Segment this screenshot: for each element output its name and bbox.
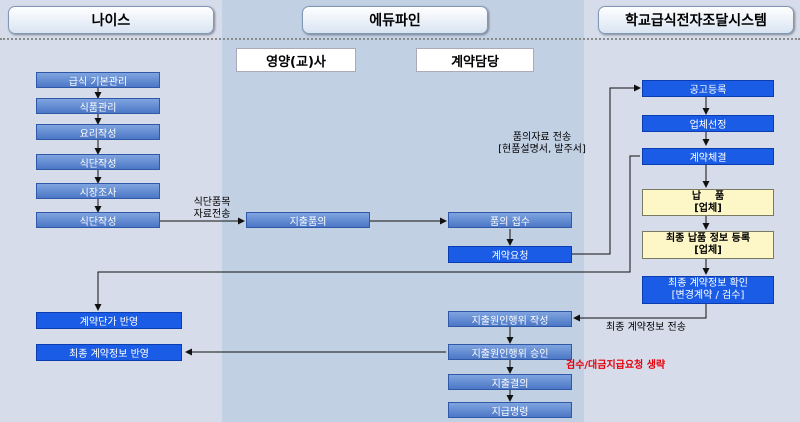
edufine-settlement[interactable]: 지출결의 — [448, 374, 572, 390]
school-final-delivery-title: 최종 납품 정보 등록 — [665, 233, 751, 244]
school-delivery-title: 납 품 — [691, 190, 725, 202]
header-divider — [0, 38, 800, 40]
school-notice[interactable]: 공고등록 — [642, 80, 774, 97]
neis-step-basic[interactable]: 급식 기본관리 — [36, 72, 160, 88]
neis-step-market[interactable]: 시장조사 — [36, 183, 160, 199]
proposal-data-label-line2: [현품설명서, 발주서] — [498, 144, 586, 155]
role-nutritionist: 영양(교)사 — [236, 48, 356, 72]
edufine-receive-proposal[interactable]: 품의 접수 — [448, 212, 572, 228]
school-vendor[interactable]: 업체선정 — [642, 115, 774, 132]
school-final-confirm-sub: [변경계약 / 검수] — [671, 290, 745, 301]
final-send-label: 최종 계약정보 전송 — [606, 322, 686, 333]
proposal-data-label-line1: 품의자료 전송 — [512, 132, 572, 143]
edufine-payment-order[interactable]: 지급명령 — [448, 402, 572, 418]
menu-items-label-line1: 식단품목 — [193, 197, 231, 208]
school-delivery-actor: [업체] — [694, 202, 722, 214]
neis-final-reflect[interactable]: 최종 계약정보 반영 — [36, 344, 182, 361]
school-system-header: 학교급식전자조달시스템 — [598, 6, 794, 34]
edufine-act-approve[interactable]: 지출원인행위 승인 — [448, 344, 572, 360]
school-contract[interactable]: 계약체결 — [642, 148, 774, 165]
school-final-delivery[interactable]: 최종 납품 정보 등록 [업체] — [642, 231, 774, 259]
edufine-act-create[interactable]: 지출원인행위 작성 — [448, 311, 572, 327]
neis-step-menu-final[interactable]: 식단작성 — [36, 212, 160, 228]
edufine-header: 에듀파인 — [302, 6, 488, 34]
school-final-delivery-actor: [업체] — [694, 245, 722, 256]
menu-items-label-line2: 자료전송 — [193, 209, 231, 220]
edufine-expense-proposal[interactable]: 지출품의 — [246, 212, 370, 228]
inspection-skip-label: 검수/대금지급요청 생략 — [566, 360, 666, 371]
school-final-confirm-title: 최종 계약정보 확인 — [668, 278, 748, 289]
proposal-data-label: 품의자료 전송 [현품설명서, 발주서] — [480, 132, 604, 156]
school-final-confirm[interactable]: 최종 계약정보 확인 [변경계약 / 검수] — [642, 276, 774, 304]
neis-step-recipe[interactable]: 요리작성 — [36, 124, 160, 140]
menu-items-label: 식단품목 자료전송 — [180, 197, 244, 221]
school-delivery[interactable]: 납 품 [업체] — [642, 189, 774, 216]
edufine-contract-request[interactable]: 계약요청 — [448, 246, 572, 263]
neis-price-reflect[interactable]: 계약단가 반영 — [36, 312, 182, 329]
neis-step-menu[interactable]: 식단작성 — [36, 154, 160, 170]
neis-header: 나이스 — [8, 6, 214, 34]
role-contract: 계약담당 — [416, 48, 534, 72]
neis-step-food[interactable]: 식품관리 — [36, 98, 160, 114]
